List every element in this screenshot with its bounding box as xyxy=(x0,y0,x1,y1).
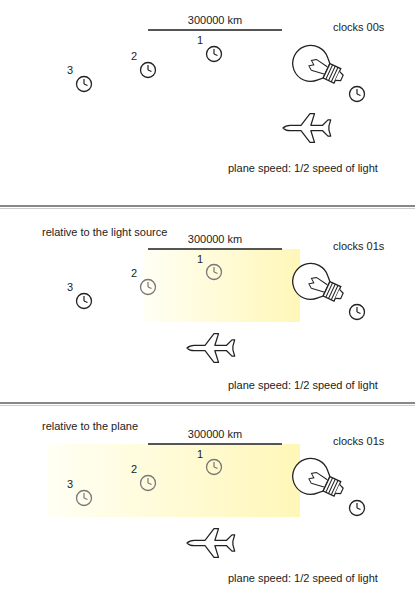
scale-bar xyxy=(148,443,282,445)
light-bulb xyxy=(287,257,350,312)
clock-number: 3 xyxy=(67,478,73,491)
scale-label: 300000 km xyxy=(188,233,242,246)
speed-note: plane speed: 1/2 speed of light xyxy=(228,379,378,392)
clock xyxy=(77,294,92,309)
speed-note: plane speed: 1/2 speed of light xyxy=(228,572,378,585)
time-label: clocks 01s xyxy=(333,435,384,448)
scale-label: 300000 km xyxy=(188,428,242,441)
light-region xyxy=(48,444,300,517)
clock-number: 3 xyxy=(67,64,73,77)
clock-number: 1 xyxy=(197,34,203,47)
clock-number: 2 xyxy=(131,463,137,476)
plane xyxy=(283,114,331,143)
clock xyxy=(207,460,222,475)
clock-number: 2 xyxy=(131,267,137,280)
time-label: clocks 00s xyxy=(333,21,384,34)
clock xyxy=(77,77,92,92)
clock xyxy=(350,305,365,320)
panel-heading: relative to the plane xyxy=(42,420,138,433)
plane xyxy=(187,334,235,363)
clock xyxy=(350,87,365,102)
scale-bar xyxy=(148,248,282,250)
clock xyxy=(141,63,156,78)
scale-label: 300000 km xyxy=(188,14,242,27)
clock xyxy=(141,476,156,491)
clock xyxy=(77,491,92,506)
light-region xyxy=(144,249,300,322)
clock xyxy=(141,280,156,295)
panel-heading: relative to the light source xyxy=(42,226,167,239)
divider xyxy=(0,205,415,207)
plane xyxy=(187,529,235,558)
clock xyxy=(207,265,222,280)
time-label: clocks 01s xyxy=(333,240,384,253)
clock-number: 3 xyxy=(67,281,73,294)
divider xyxy=(0,402,415,404)
scale-bar xyxy=(148,29,282,31)
clock xyxy=(207,47,222,62)
clock xyxy=(350,501,365,516)
speed-note: plane speed: 1/2 speed of light xyxy=(228,162,378,175)
clock-number: 2 xyxy=(131,50,137,63)
clock-number: 1 xyxy=(197,448,203,461)
divider xyxy=(0,405,415,406)
divider xyxy=(0,208,415,209)
light-bulb xyxy=(287,39,350,94)
clock-number: 1 xyxy=(197,253,203,266)
light-bulb xyxy=(287,452,350,507)
